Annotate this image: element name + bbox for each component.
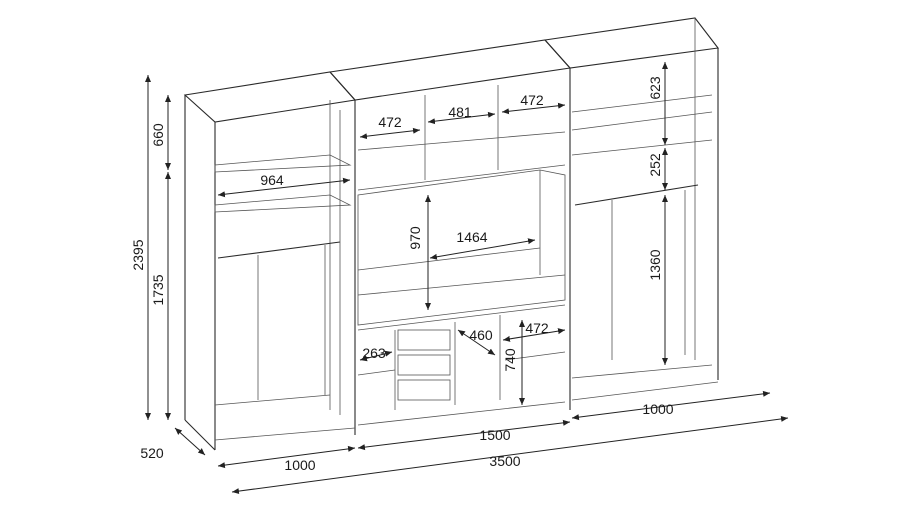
label-center-top-mid: 481 [448,104,472,120]
label-width-left: 1000 [284,457,315,473]
label-drawer-width: 263 [362,345,386,361]
label-height-top: 660 [150,123,166,147]
label-center-top-right: 472 [520,92,544,108]
label-width-center: 1500 [479,427,510,443]
label-tv-width: 1464 [456,229,487,245]
label-depth: 520 [140,445,164,461]
label-center-low-mid: 460 [469,327,493,343]
label-center-low-right: 472 [525,320,549,336]
label-right-top-height: 623 [647,76,663,100]
right-module [543,17,720,401]
label-center-top-left: 472 [378,114,402,130]
dimension-labels: 2395 660 1735 520 1000 1500 1000 3500 96… [130,76,674,473]
dimension-lines [145,62,789,495]
label-height-bottom: 1735 [150,274,166,305]
label-height-total: 2395 [130,239,146,270]
label-right-mid-height: 252 [647,153,663,177]
label-center-low-height: 740 [502,348,518,372]
label-width-right: 1000 [642,401,673,417]
label-width-total: 3500 [489,453,520,469]
label-tv-height: 970 [407,226,423,250]
label-left-shelf-width: 964 [260,172,284,188]
label-right-hang-height: 1360 [647,249,663,280]
wardrobe-carcass [183,17,720,451]
left-module [183,71,357,451]
